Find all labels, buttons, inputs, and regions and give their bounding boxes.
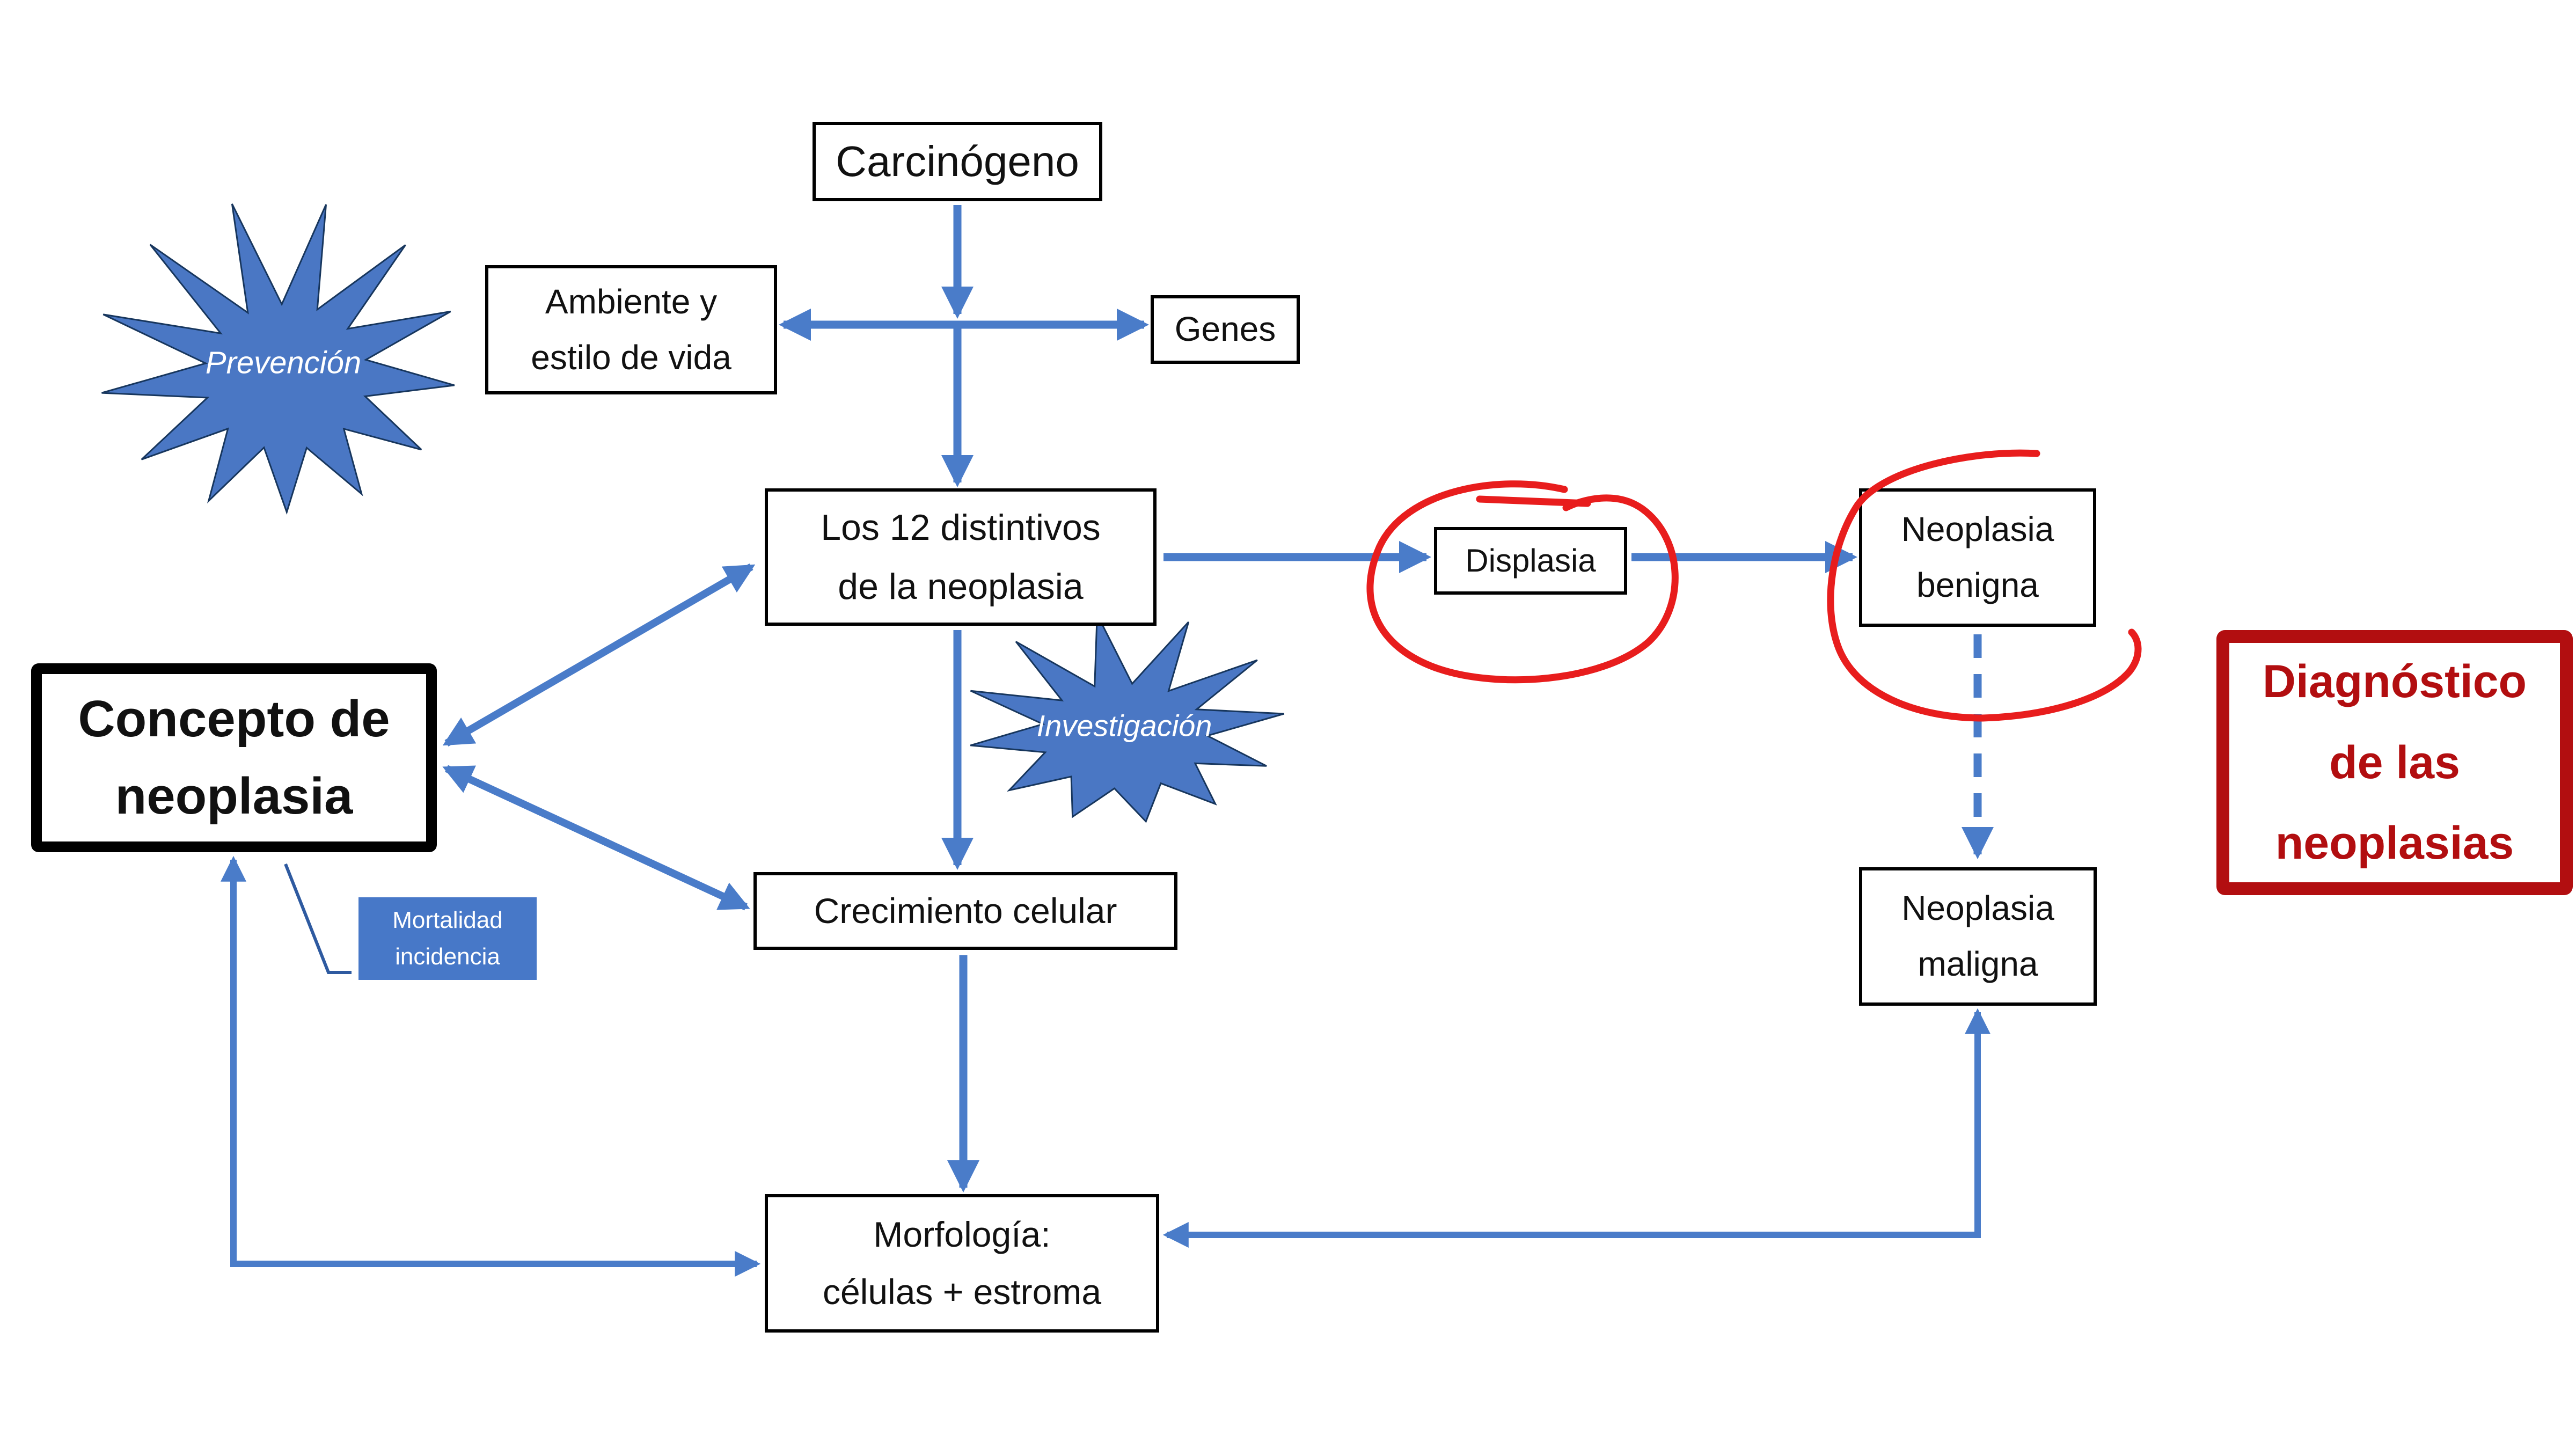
arrow-morfologia-maligna <box>1162 1008 1990 1248</box>
node-neoplasia-benigna: Neoplasia benigna <box>1859 488 2096 627</box>
node-concepto-line1: Concepto de <box>78 690 390 748</box>
node-mortalidad-line2: incidencia <box>395 943 500 970</box>
arrow-concepto-crecimiento <box>442 765 750 911</box>
node-carcinogeno-label: Carcinógeno <box>836 137 1079 186</box>
node-ambiente: Ambiente y estilo de vida <box>485 265 777 394</box>
investigacion-starburst <box>970 614 1285 823</box>
node-morfologia-line2: células + estroma <box>822 1272 1102 1312</box>
node-mortalidad-line1: Mortalidad <box>392 906 503 933</box>
node-ambiente-line2: estilo de vida <box>531 338 731 377</box>
node-los12-line1: Los 12 distintivos <box>821 507 1101 548</box>
node-genes-label: Genes <box>1174 310 1276 349</box>
node-morfologia: Morfología: células + estroma <box>765 1194 1159 1333</box>
node-benigna-line1: Neoplasia <box>1901 510 2054 549</box>
arrow-concepto-morfologia <box>221 855 761 1277</box>
node-diagnostico-line1: Diagnóstico <box>2262 656 2527 708</box>
node-benigna-line2: benigna <box>1916 566 2039 604</box>
node-crecimiento: Crecimiento celular <box>753 872 1177 950</box>
node-maligna-line1: Neoplasia <box>1901 889 2054 928</box>
prevencion-label: Prevención <box>205 345 362 380</box>
node-maligna-line2: maligna <box>1918 945 2038 983</box>
node-carcinogeno: Carcinógeno <box>813 122 1102 201</box>
node-concepto-line2: neoplasia <box>115 767 353 825</box>
arrow-concepto-los12 <box>442 563 756 747</box>
node-mortalidad: Mortalidad incidencia <box>358 897 537 980</box>
node-concepto: Concepto de neoplasia <box>31 663 437 852</box>
node-diagnostico-line2: de las <box>2329 736 2460 788</box>
mortalidad-callout-line <box>284 863 352 974</box>
node-displasia: Displasia <box>1434 527 1627 595</box>
node-neoplasia-maligna: Neoplasia maligna <box>1859 867 2097 1006</box>
node-morfologia-line1: Morfología: <box>873 1214 1051 1255</box>
node-crecimiento-label: Crecimiento celular <box>814 891 1117 931</box>
node-los12: Los 12 distintivos de la neoplasia <box>765 488 1157 626</box>
node-displasia-label: Displasia <box>1465 543 1596 579</box>
node-genes: Genes <box>1151 295 1300 364</box>
investigacion-label: Investigación <box>1036 708 1212 743</box>
node-diagnostico-line3: neoplasias <box>2275 817 2514 869</box>
prevencion-starburst <box>101 203 455 515</box>
node-diagnostico: Diagnóstico de las neoplasias <box>2216 630 2573 895</box>
node-los12-line2: de la neoplasia <box>838 566 1084 607</box>
node-ambiente-line1: Ambiente y <box>545 282 718 321</box>
